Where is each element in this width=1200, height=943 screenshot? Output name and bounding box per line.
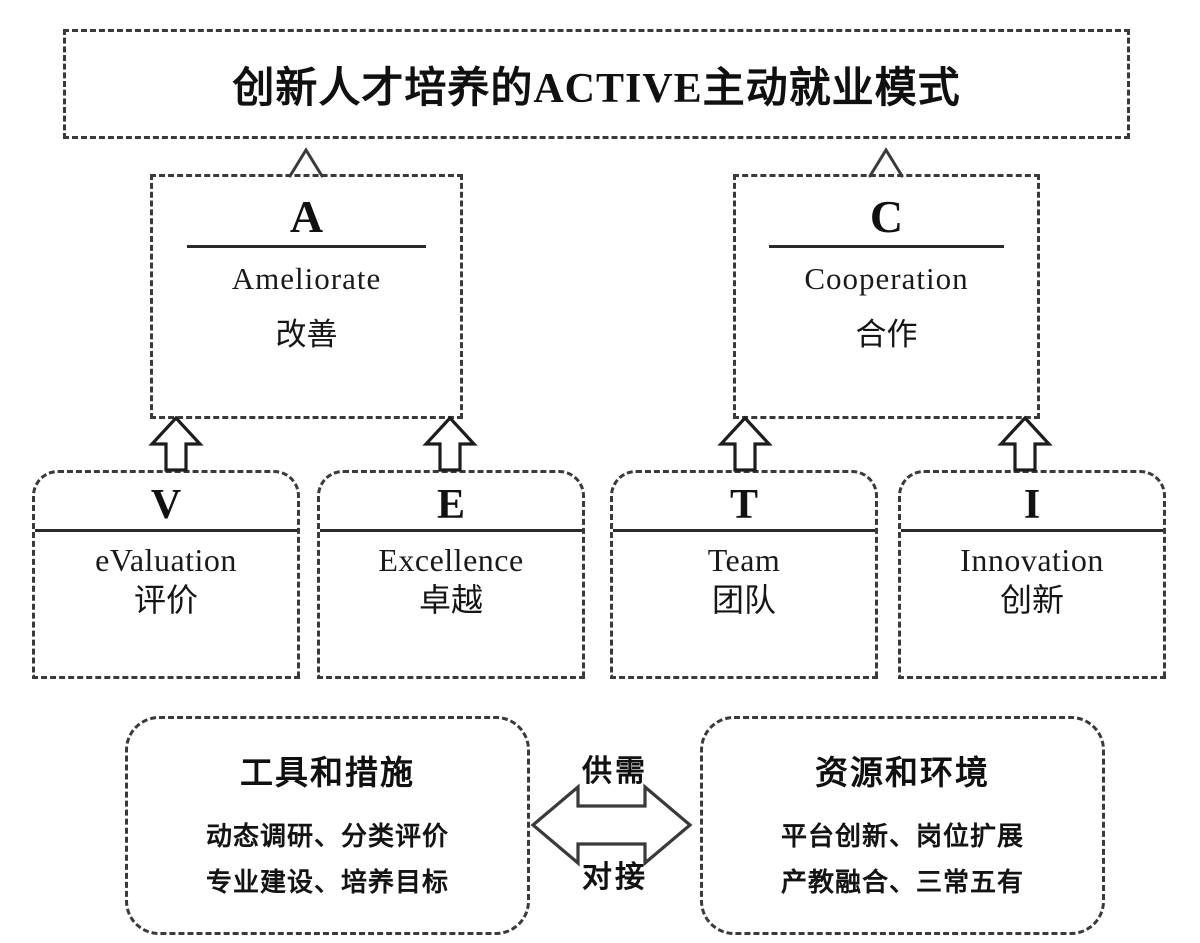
foundation-line-tools-1: 动态调研、分类评价	[205, 821, 449, 851]
title-box: 创新人才培养的ACTIVE主动就业模式	[63, 29, 1130, 139]
block-arrow-v-to-a	[148, 415, 204, 472]
block-arrow-t-to-c	[717, 415, 773, 472]
node-chinese-innovation: 创新	[999, 581, 1064, 618]
node-english-excellence: Excellence	[378, 542, 524, 579]
node-letter-a: A	[289, 191, 324, 242]
exchange-label-supply-demand: 供需	[582, 755, 648, 788]
node-english-innovation: Innovation	[960, 542, 1104, 579]
node-letter-v: V	[150, 482, 182, 528]
node-chinese-evaluation: 评价	[133, 581, 198, 618]
divider-rule	[320, 529, 582, 533]
divider-rule	[186, 245, 427, 249]
node-chinese-cooperation: 合作	[855, 317, 918, 353]
foundation-title-tools: 工具和措施	[240, 754, 415, 791]
node-box-ameliorate: A Ameliorate 改善	[150, 174, 463, 419]
page-title: 创新人才培养的ACTIVE主动就业模式	[232, 65, 961, 112]
node-chinese-excellence: 卓越	[418, 581, 483, 618]
node-english-cooperation: Cooperation	[804, 261, 969, 297]
node-letter-e: E	[436, 482, 465, 528]
exchange-label-matching: 对接	[582, 861, 648, 894]
node-box-excellence: E Excellence 卓越	[317, 470, 585, 679]
caret-connector-title-to-c	[868, 147, 904, 178]
node-box-evaluation: V eValuation 评价	[32, 470, 300, 679]
node-box-team: T Team 团队	[610, 470, 878, 679]
foundation-box-resources: 资源和环境 平台创新、岗位扩展 产教融合、三常五有	[700, 716, 1105, 935]
node-chinese-ameliorate: 改善	[275, 317, 338, 353]
block-arrow-e-to-a	[422, 415, 478, 472]
foundation-box-tools: 工具和措施 动态调研、分类评价 专业建设、培养目标	[125, 716, 530, 935]
divider-rule	[901, 529, 1163, 533]
node-box-innovation: I Innovation 创新	[898, 470, 1166, 679]
node-letter-t: T	[729, 482, 758, 528]
node-chinese-team: 团队	[711, 581, 776, 618]
node-letter-c: C	[869, 191, 904, 242]
divider-rule	[769, 245, 1004, 249]
node-english-ameliorate: Ameliorate	[231, 261, 382, 297]
node-english-team: Team	[707, 542, 781, 579]
foundation-line-resources-2: 产教融合、三常五有	[780, 866, 1024, 897]
foundation-title-resources: 资源和环境	[815, 754, 990, 791]
foundation-line-tools-2: 专业建设、培养目标	[205, 866, 449, 897]
caret-connector-title-to-a	[288, 147, 324, 178]
divider-rule	[613, 529, 875, 533]
block-arrow-i-to-c	[997, 415, 1053, 472]
node-english-evaluation: eValuation	[95, 542, 237, 579]
divider-rule	[35, 529, 297, 533]
node-letter-i: I	[1023, 482, 1041, 528]
foundation-line-resources-1: 平台创新、岗位扩展	[780, 821, 1024, 851]
node-box-cooperation: C Cooperation 合作	[733, 174, 1040, 419]
